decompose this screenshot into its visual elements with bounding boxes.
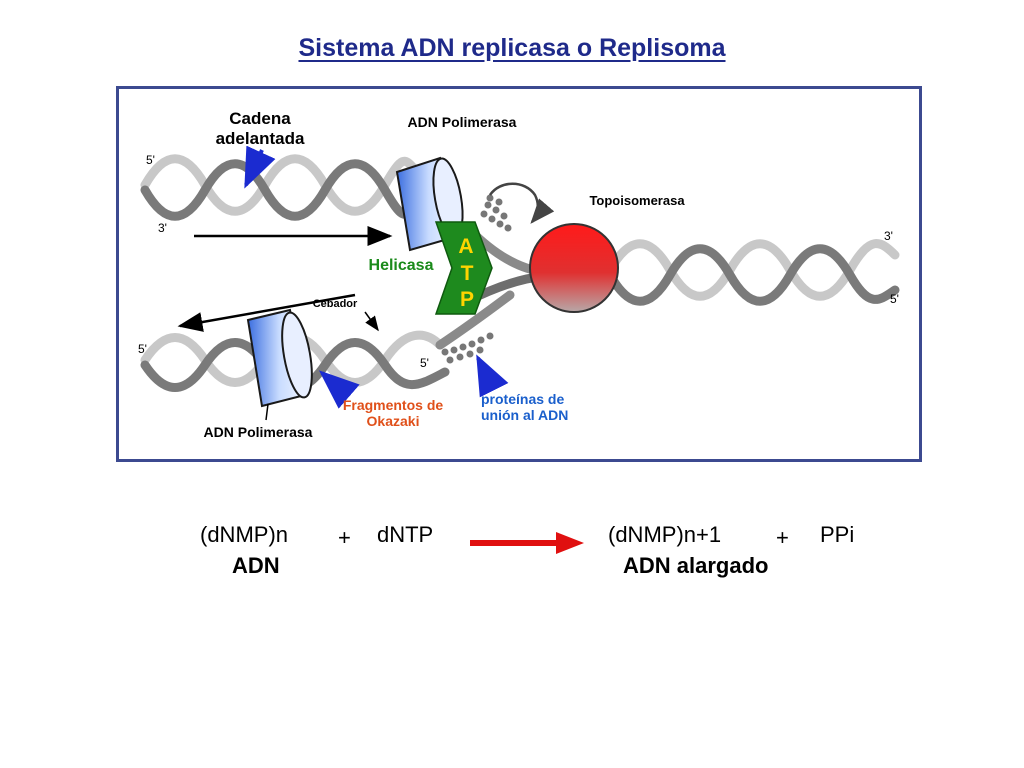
rotation-arrow [488, 182, 555, 224]
polymerase-bottom-icon [246, 308, 313, 408]
label-adn-polimerasa-bottom: ADN Polimerasa [203, 424, 313, 440]
cebador-pointer-arrow [364, 311, 379, 332]
label-topoisomerasa: Topoisomerasa [589, 193, 685, 208]
strand-end-5-bottom-left: 5' [138, 342, 147, 356]
plus-sign-2: + [776, 525, 789, 550]
label-helicasa: Helicasa [368, 257, 434, 274]
cadena-pointer-arrow [244, 145, 276, 189]
strand-end-3-right: 3' [884, 229, 893, 243]
reactant-dntp: dNTP [377, 522, 434, 547]
okazaki-pointer-arrow [318, 370, 360, 409]
page-title: Sistema ADN replicasa o Replisoma [298, 34, 726, 62]
strand-end-3-top-left: 3' [158, 221, 167, 235]
topoisomerase-icon [529, 223, 619, 313]
atp-letter-t: T [461, 262, 474, 285]
dna-helix-top-left [140, 154, 425, 221]
label-fragmentos-okazaki: Fragmentos de Okazaki [342, 397, 444, 430]
polimerasa-bottom-pointer [265, 403, 269, 421]
product-dnmp-plus1: (dNMP)n+1 [608, 522, 722, 547]
strand-end-5-top-left: 5' [146, 153, 155, 167]
label-adn-polimerasa-top: ADN Polimerasa [407, 114, 517, 130]
label-proteinas-union: proteínas de unión al ADN [481, 391, 569, 424]
atp-icon: A T P [434, 221, 493, 315]
label-cebador: Cebador [312, 298, 358, 310]
reaction-arrow [470, 532, 584, 554]
plus-sign-1: + [338, 525, 351, 550]
product-ppi: PPi [820, 522, 855, 547]
lagging-direction-arrow [177, 293, 356, 332]
atp-letter-a: A [458, 235, 473, 258]
strand-end-5-bottom-mid: 5' [420, 356, 429, 370]
reactant-dnmp: (dNMP)n [200, 522, 289, 547]
atp-letter-p: P [460, 288, 474, 311]
binding-protein-dots [441, 194, 512, 364]
strand-end-5-right: 5' [890, 292, 899, 306]
product-label-adn-alargado: ADN alargado [623, 553, 769, 578]
label-cadena-adelantada: Cadena adelantada [215, 109, 305, 148]
proteinas-pointer-arrow [476, 354, 509, 398]
reactant-label-adn: ADN [232, 553, 280, 578]
